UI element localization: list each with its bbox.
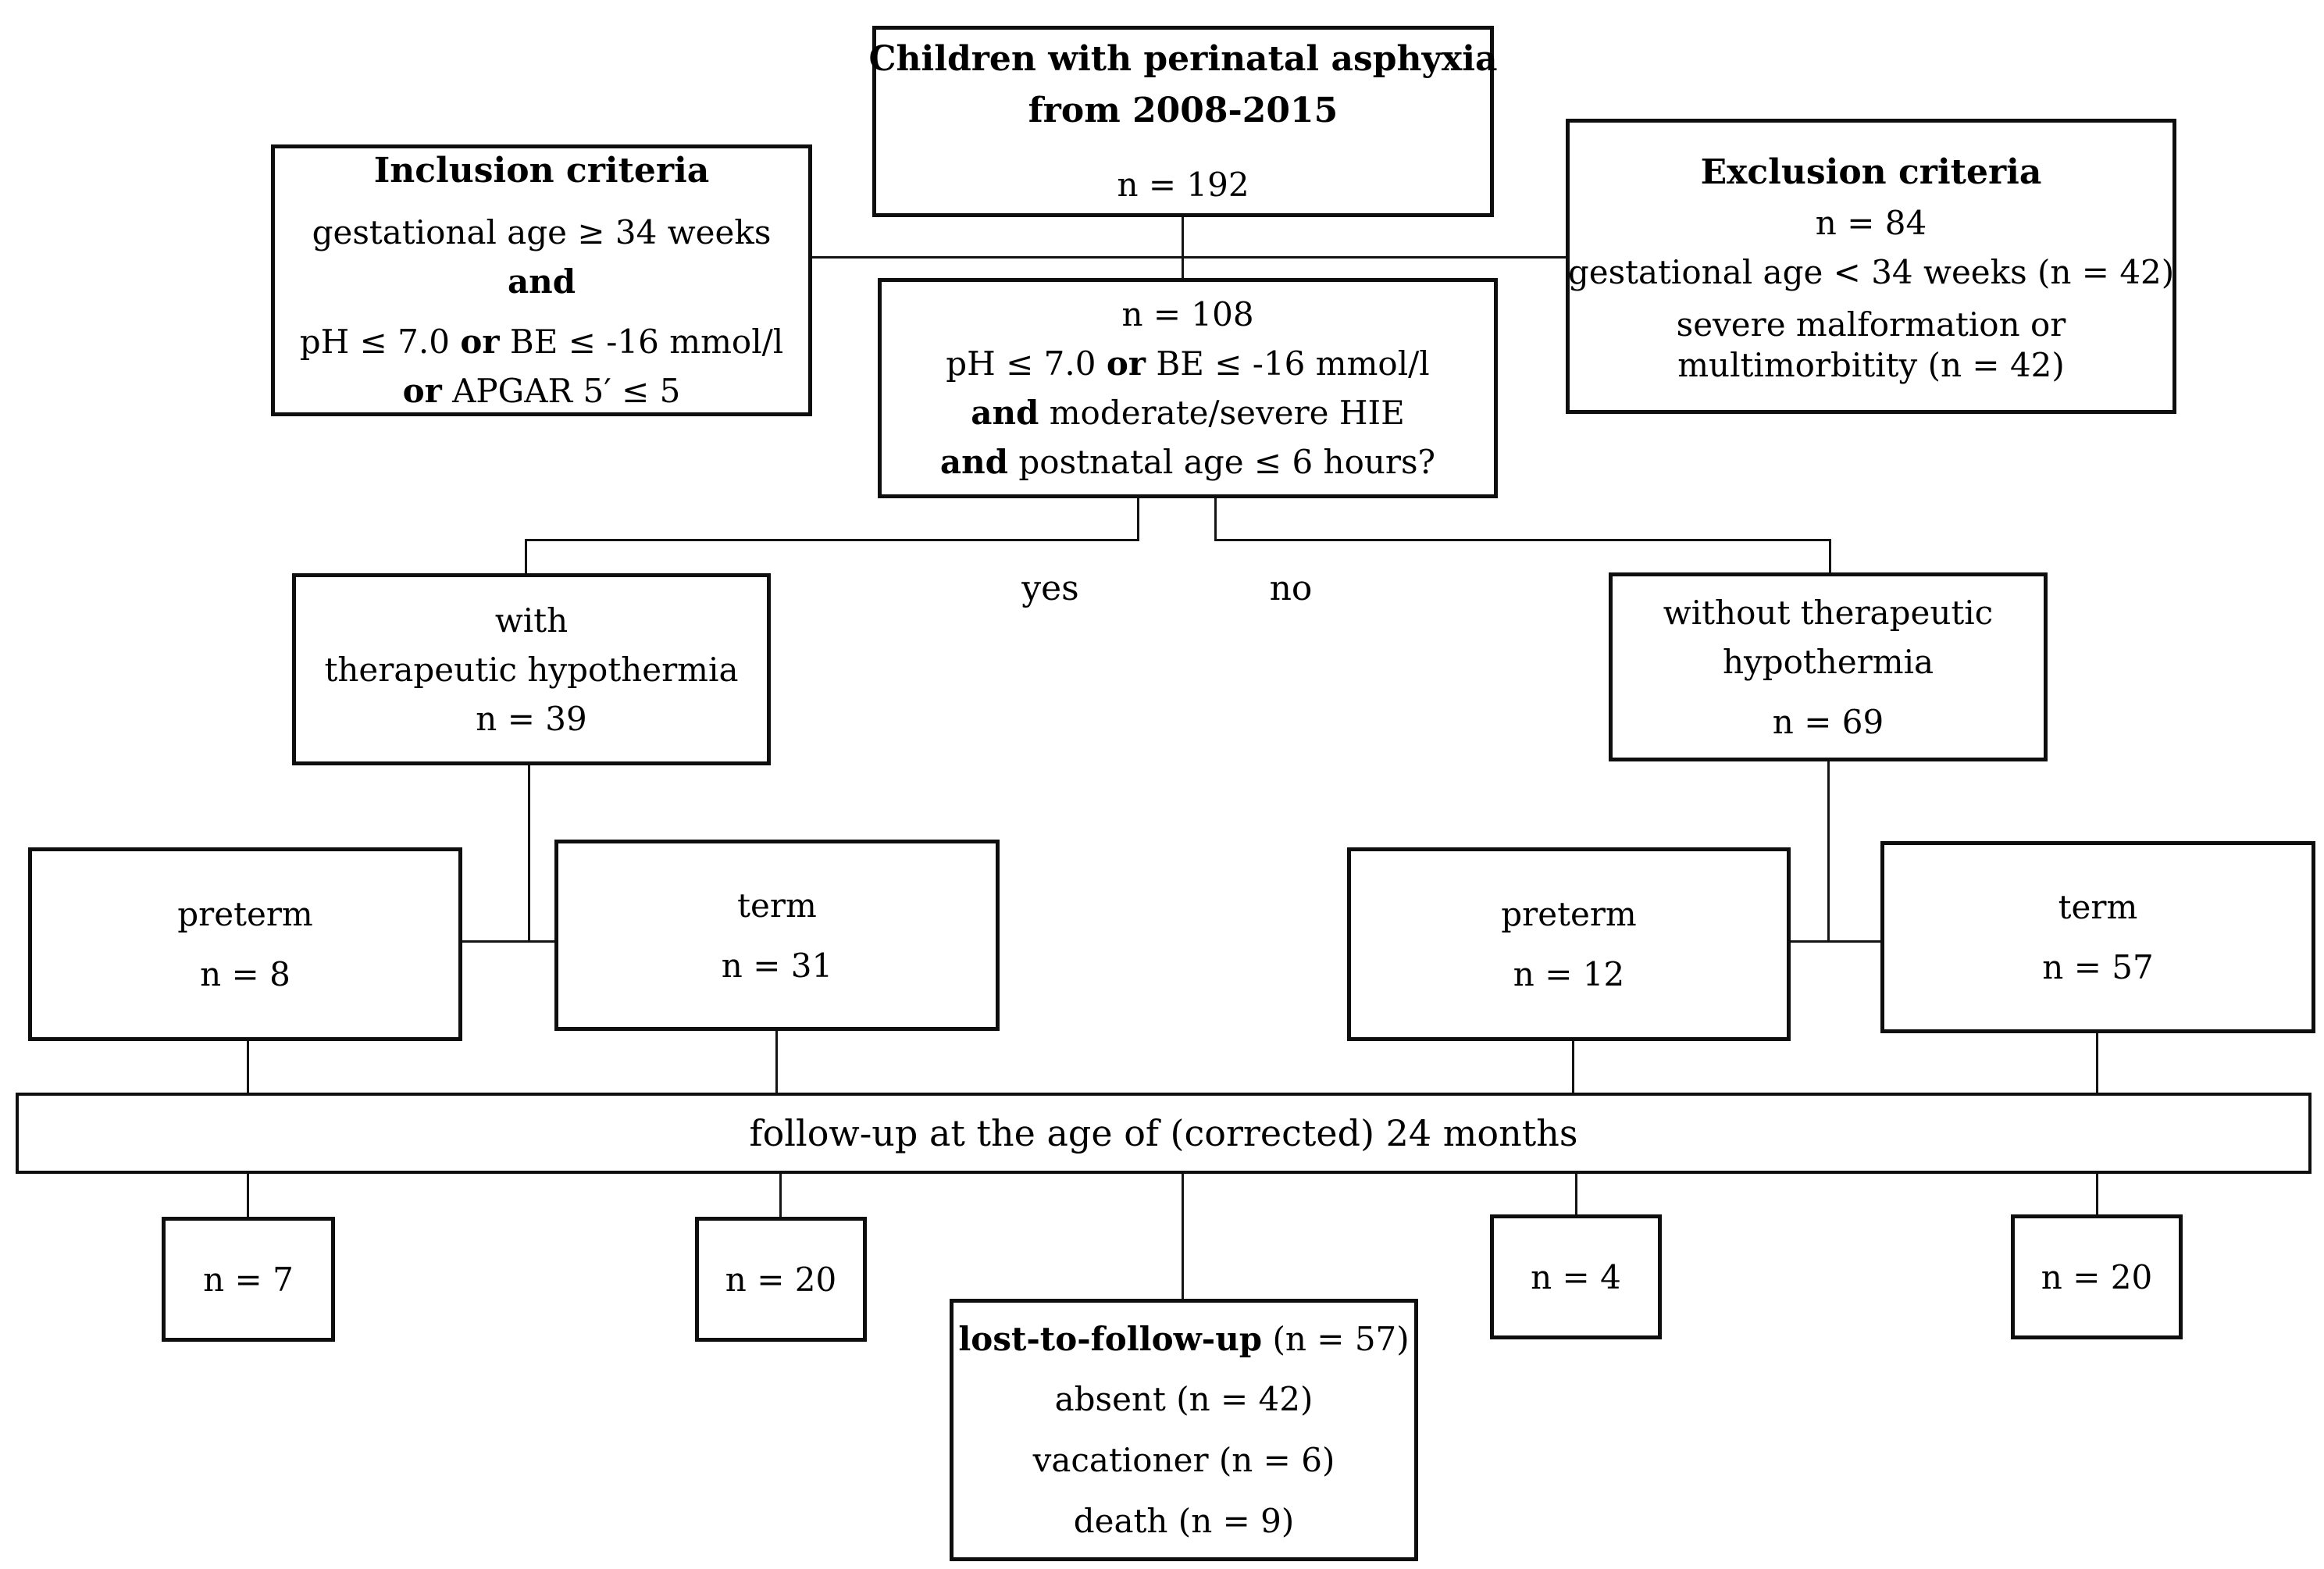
exclusion-count: n = 84: [1815, 203, 1927, 242]
connector-eligibility-stub-yes: [1137, 496, 1139, 541]
bar-followup: follow-up at the age of (corrected) 24 m…: [16, 1093, 2312, 1174]
connector-eligibility-stub-no: [1214, 496, 1217, 541]
connector-bar-to-outcome-preterm-th: [247, 1174, 249, 1217]
inclusion-line3: pH ≤ 7.0 or BE ≤ -16 mmol/l: [299, 323, 784, 361]
connector-withth-to-junction: [528, 764, 530, 943]
exclusion-line2: severe malformation or: [1676, 305, 2066, 344]
connector-term-noth-to-bar: [2096, 1033, 2098, 1093]
eligibility-line1: pH ≤ 7.0 or BE ≤ -16 mmol/l: [946, 344, 1430, 383]
connector-branch-left: [525, 539, 1139, 541]
term-th-label: term: [737, 886, 817, 925]
connector-junction-right: [1788, 940, 1884, 943]
eligibility-line3: and postnatal age ≤ 6 hours?: [939, 443, 1436, 481]
box-lost-to-followup: lost-to-follow-up (n = 57) absent (n = 4…: [950, 1299, 1418, 1561]
box-with-hypothermia: with therapeutic hypothermia n = 39: [292, 573, 771, 765]
box-preterm-noth: preterm n = 12: [1347, 847, 1791, 1041]
preterm-th-count: n = 8: [200, 955, 290, 993]
connector-branch-right: [1214, 539, 1831, 541]
box-outcome-preterm-th: n = 7: [162, 1217, 335, 1342]
without-hypothermia-line1: without therapeutic: [1663, 593, 1994, 632]
box-exclusion-criteria: Exclusion criteria n = 84 gestational ag…: [1566, 119, 2176, 414]
outcome-term-th-count: n = 20: [725, 1260, 837, 1299]
inclusion-line4: or APGAR 5′ ≤ 5: [402, 372, 681, 410]
connector-population-to-eligibility: [1182, 215, 1184, 280]
box-preterm-th: preterm n = 8: [28, 847, 462, 1041]
connector-branch-left-down: [525, 539, 527, 576]
box-outcome-term-th: n = 20: [695, 1217, 867, 1342]
with-hypothermia-line1: with: [494, 601, 569, 640]
box-term-noth: term n = 57: [1880, 841, 2315, 1033]
without-hypothermia-line2: hypothermia: [1722, 642, 1934, 681]
connector-bar-to-outcome-preterm-noth: [1575, 1174, 1577, 1217]
box-without-hypothermia: without therapeutic hypothermia n = 69: [1609, 572, 2048, 761]
lost-line1: absent (n = 42): [1054, 1380, 1313, 1419]
term-noth-label: term: [2058, 888, 2138, 926]
term-noth-count: n = 57: [2042, 948, 2154, 986]
inclusion-line1: gestational age ≥ 34 weeks: [312, 213, 772, 251]
connector-term-th-to-bar: [775, 1031, 778, 1093]
connector-preterm-th-to-bar: [247, 1041, 249, 1093]
inclusion-title: Inclusion criteria: [373, 151, 710, 191]
connector-inclusion-to-exclusion: [811, 256, 1567, 259]
label-no: no: [1269, 569, 1313, 608]
connector-withoutth-to-junction: [1827, 760, 1830, 943]
preterm-noth-label: preterm: [1501, 895, 1637, 933]
box-term-th: term n = 31: [554, 840, 1000, 1031]
connector-branch-right-down: [1829, 539, 1831, 576]
term-th-count: n = 31: [721, 946, 833, 985]
box-outcome-preterm-noth: n = 4: [1490, 1214, 1662, 1339]
inclusion-line2: and: [507, 262, 576, 301]
connector-bar-to-outcome-term-th: [779, 1174, 782, 1217]
box-inclusion-criteria: Inclusion criteria gestational age ≥ 34 …: [271, 144, 812, 416]
box-population: Children with perinatal asphyxia from 20…: [869, 26, 1498, 217]
box-outcome-term-noth: n = 20: [2011, 1214, 2183, 1339]
box-eligibility-question: n = 108 pH ≤ 7.0 or BE ≤ -16 mmol/l and …: [878, 278, 1498, 498]
population-count: n = 192: [1117, 166, 1249, 204]
with-hypothermia-line2: therapeutic hypothermia: [324, 650, 739, 689]
preterm-th-label: preterm: [177, 895, 313, 933]
eligibility-count: n = 108: [1121, 295, 1254, 333]
outcome-preterm-noth-count: n = 4: [1531, 1257, 1621, 1296]
connector-preterm-noth-to-bar: [1572, 1041, 1574, 1093]
lost-title: lost-to-follow-up (n = 57): [958, 1319, 1410, 1358]
population-title-line1: Children with perinatal asphyxia: [868, 39, 1498, 79]
lost-line2: vacationer (n = 6): [1032, 1441, 1335, 1479]
eligibility-line2: and moderate/severe HIE: [971, 394, 1405, 432]
connector-junction-left: [461, 940, 558, 943]
population-title-line2: from 2008-2015: [1028, 91, 1338, 130]
outcome-preterm-th-count: n = 7: [203, 1260, 294, 1299]
preterm-noth-count: n = 12: [1513, 955, 1625, 993]
exclusion-title: Exclusion criteria: [1700, 152, 2042, 192]
connector-bar-to-lost: [1182, 1174, 1184, 1299]
followup-label: follow-up at the age of (corrected) 24 m…: [749, 1111, 1578, 1154]
lost-line3: death (n = 9): [1073, 1501, 1295, 1540]
exclusion-line1: gestational age < 34 weeks (n = 42): [1567, 252, 2175, 291]
label-yes: yes: [1021, 569, 1079, 608]
with-hypothermia-count: n = 39: [476, 699, 587, 738]
exclusion-line3: multimorbitity (n = 42): [1677, 346, 2065, 384]
without-hypothermia-count: n = 69: [1772, 702, 1884, 741]
outcome-term-noth-count: n = 20: [2041, 1257, 2153, 1296]
connector-bar-to-outcome-term-noth: [2096, 1174, 2098, 1217]
